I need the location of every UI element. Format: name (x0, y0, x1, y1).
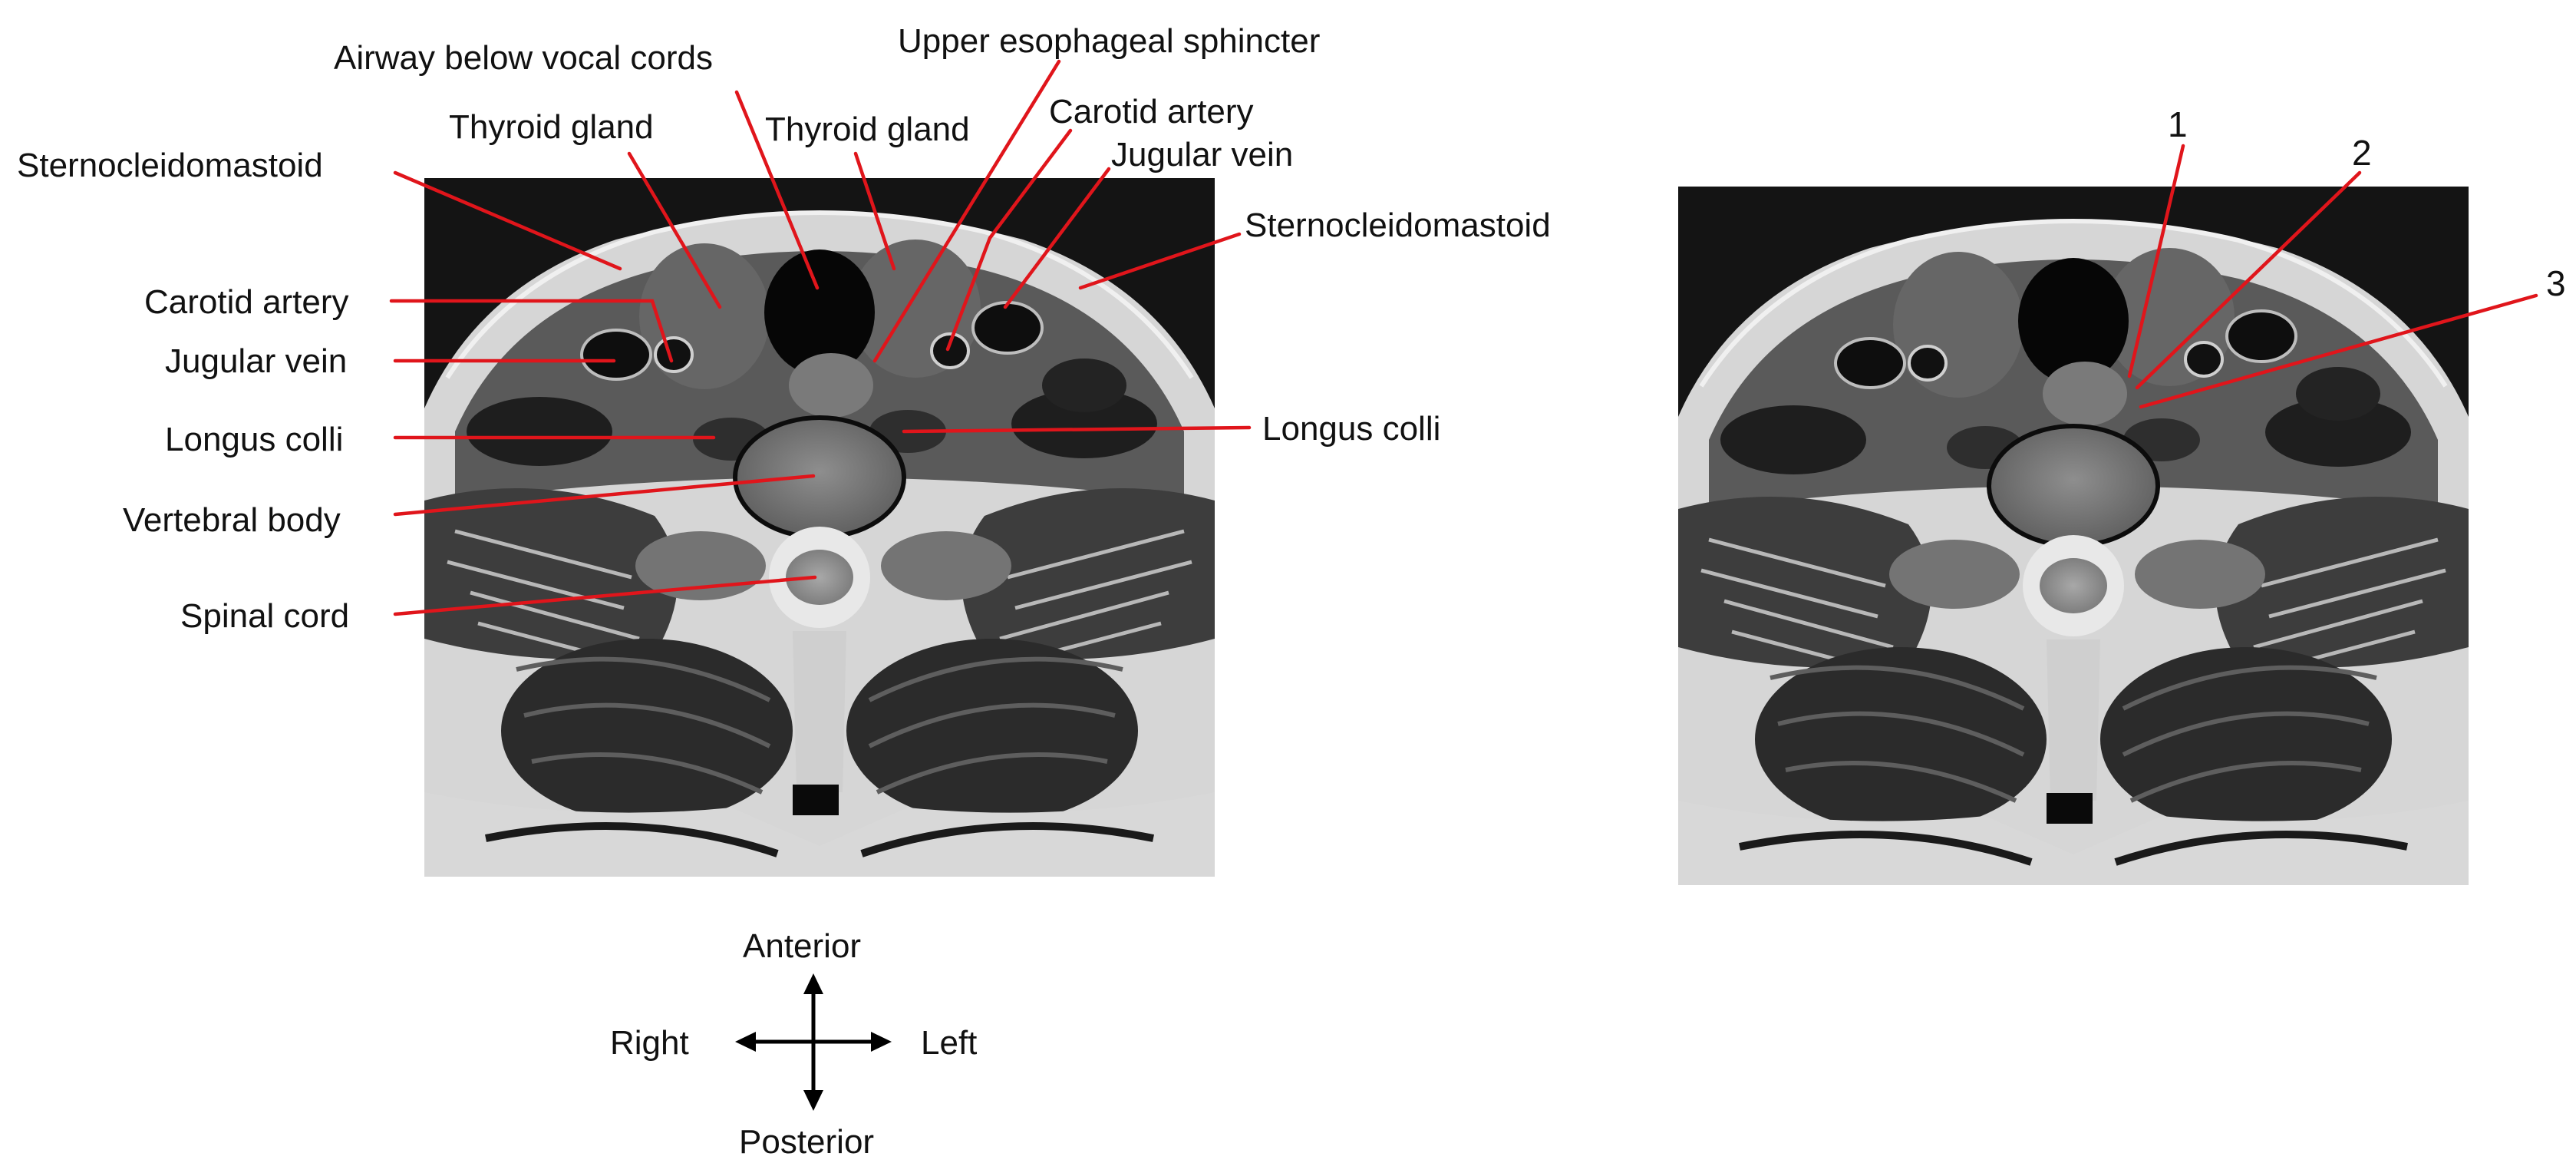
leader-carotid-left (945, 128, 1073, 352)
leader-longus-left (902, 425, 1252, 434)
number-3: 3 (2546, 263, 2566, 303)
label-vertebral-body: Vertebral body (123, 501, 341, 539)
label-right: Right (610, 1024, 689, 1062)
label-jugular-left: Jugular vein (1111, 136, 1293, 173)
orientation-compass: Anterior Posterior Right Left (610, 927, 977, 1161)
label-posterior: Posterior (739, 1123, 874, 1161)
right-mri-image (1678, 187, 2469, 885)
leader-jugular-left (1003, 167, 1111, 309)
left-labels: Airway below vocal cords Upper esophagea… (17, 22, 1551, 635)
leader-airway (734, 90, 820, 290)
label-carotid-left: Carotid artery (1049, 93, 1254, 131)
arrow-head-down (803, 1090, 823, 1111)
number-2: 2 (2352, 133, 2372, 173)
label-carotid-right: Carotid artery (144, 283, 349, 321)
label-thyroid-left: Thyroid gland (765, 111, 970, 148)
arrow-head-up (803, 973, 823, 994)
label-longus-left: Longus colli (1262, 410, 1440, 448)
label-scm-right: Sternocleidomastoid (17, 147, 323, 184)
leader-number-2 (2135, 170, 2362, 390)
leader-ues (872, 59, 1061, 363)
leader-number-3 (2139, 293, 2538, 409)
right-mri-panel (1678, 187, 2469, 885)
number-1: 1 (2168, 104, 2188, 144)
label-spinal-cord: Spinal cord (180, 597, 349, 635)
leader-spinal-cord (393, 575, 817, 616)
right-leader-lines (2127, 144, 2538, 409)
label-longus-right: Longus colli (165, 421, 343, 458)
leader-thyroid-right (627, 151, 722, 309)
arrow-head-left (735, 1032, 756, 1052)
left-leader-lines (389, 59, 1252, 616)
leader-number-1 (2127, 144, 2185, 378)
label-thyroid-right: Thyroid gland (449, 108, 654, 146)
leader-scm-right (393, 170, 622, 271)
label-ues: Upper esophageal sphincter (898, 22, 1320, 60)
label-left: Left (921, 1024, 977, 1062)
arrow-head-right (871, 1032, 892, 1052)
label-airway: Airway below vocal cords (334, 39, 713, 77)
label-anterior: Anterior (743, 927, 861, 965)
leader-scm-left (1078, 232, 1242, 290)
leader-thyroid-left (853, 151, 896, 271)
label-jugular-right: Jugular vein (165, 342, 347, 380)
right-numbers: 1 2 3 (2168, 104, 2566, 303)
leader-carotid-right (389, 299, 674, 363)
label-scm-left: Sternocleidomastoid (1245, 207, 1551, 244)
leader-vertebral-body (393, 474, 816, 517)
